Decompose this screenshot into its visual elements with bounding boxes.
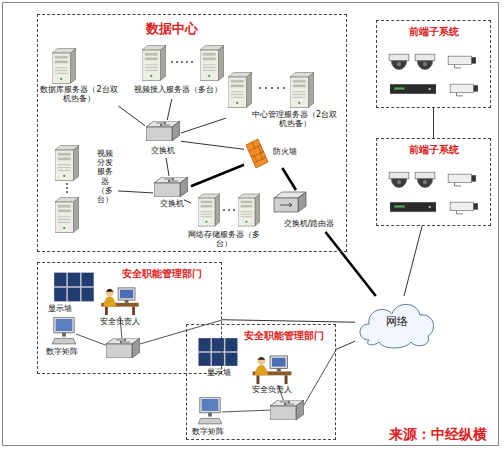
group-title: 数据中心 bbox=[137, 22, 207, 37]
server-node: 视频分发服务器（多台） bbox=[50, 143, 118, 235]
department-box: 安全职能管理部门显示墙安全负责人数字矩阵 bbox=[37, 262, 222, 374]
server-icon bbox=[200, 45, 224, 80]
switch-icon bbox=[270, 400, 304, 420]
ellipsis-dots bbox=[66, 183, 68, 193]
switch-icon bbox=[106, 338, 140, 358]
connector bbox=[433, 108, 434, 138]
firewall-node: 防火墙 bbox=[244, 138, 302, 168]
server-icon bbox=[52, 48, 76, 83]
ellipsis-dots bbox=[259, 87, 285, 89]
department-box: 安全职能管理部门显示墙安全负责人数字矩阵 bbox=[186, 324, 336, 440]
node-label: 交换机/路由器 bbox=[272, 219, 346, 228]
node-label: 交换机 bbox=[145, 146, 181, 155]
node-label: 视频分发服务器（多台） bbox=[94, 149, 116, 204]
connector bbox=[167, 99, 172, 120]
server-icon bbox=[238, 194, 260, 226]
switch-node: 交换机 bbox=[153, 176, 191, 212]
ellipsis-dots bbox=[171, 61, 193, 63]
node-label: 网络 bbox=[355, 316, 439, 329]
node-label: 数据库服务器（2台双机热备） bbox=[38, 85, 120, 103]
group-title: 安全职能管理部门 bbox=[234, 330, 334, 342]
computer-icon bbox=[198, 397, 222, 424]
node-label: 防火墙 bbox=[268, 147, 302, 156]
connector bbox=[166, 158, 169, 176]
server-icon bbox=[55, 145, 79, 180]
connector bbox=[282, 168, 296, 190]
connector bbox=[184, 200, 191, 203]
subsystem-box: 前端子系统 bbox=[376, 138, 491, 226]
server-node: 网络存储服务器（多台） bbox=[184, 190, 264, 248]
switch-icon bbox=[154, 177, 188, 197]
server-icon bbox=[290, 72, 314, 107]
operator-desk bbox=[101, 288, 139, 315]
dome-camera bbox=[389, 172, 409, 187]
switch-node: 交换机 bbox=[145, 120, 181, 158]
matrix-node: 数字矩阵 bbox=[42, 316, 88, 360]
matrix-node: 数字矩阵 bbox=[188, 396, 234, 438]
dome-camera bbox=[389, 54, 409, 69]
node-label: 显示墙 bbox=[45, 304, 75, 313]
firewall-icon bbox=[246, 139, 268, 168]
group-title: 安全职能管理部门 bbox=[107, 268, 217, 280]
operator-node: 安全负责人 bbox=[246, 352, 298, 396]
display-node: 显示墙 bbox=[45, 270, 97, 316]
network-cloud: 网络 bbox=[355, 296, 439, 350]
ellipsis-dots bbox=[223, 209, 235, 211]
router-node: 交换机/路由器 bbox=[272, 190, 346, 232]
dome-camera bbox=[415, 172, 435, 187]
server-node: 视频接入服务器（多台） bbox=[124, 43, 232, 99]
group-title: 前端子系统 bbox=[376, 26, 491, 38]
node-label: 数字矩阵 bbox=[188, 427, 228, 436]
connector bbox=[336, 341, 355, 349]
switch-icon bbox=[146, 121, 180, 141]
server-icon bbox=[198, 194, 220, 226]
node-label: 安全负责人 bbox=[246, 385, 298, 394]
node-label: 显示墙 bbox=[199, 368, 239, 377]
lan-wires bbox=[76, 316, 336, 412]
subsystem-box: 前端子系统 bbox=[376, 20, 491, 108]
bullet-camera bbox=[448, 174, 476, 186]
dome-camera bbox=[415, 54, 435, 69]
group-title: 前端子系统 bbox=[376, 144, 491, 156]
node-label: 视频接入服务器（多台） bbox=[124, 85, 232, 94]
node-label: 交换机 bbox=[153, 199, 191, 208]
connector bbox=[222, 320, 355, 322]
server-icon bbox=[228, 72, 252, 107]
server-node: 数据库服务器（2台双机热备） bbox=[38, 48, 120, 106]
display-node: 显示墙 bbox=[195, 336, 243, 380]
operator-desk bbox=[253, 356, 292, 384]
outer-frame bbox=[3, 3, 499, 446]
operator-node: 安全负责人 bbox=[98, 284, 142, 328]
group-box: 数据中心数据库服务器（2台双机热备） 视频接入服务器（多台） 中心管理服务器（2台双… bbox=[37, 14, 347, 252]
bullet-camera bbox=[448, 56, 476, 68]
server-icon bbox=[55, 197, 79, 232]
connector bbox=[181, 141, 244, 149]
router-icon bbox=[274, 192, 306, 212]
node-label: 中心管理服务器（2台双机热备） bbox=[248, 110, 341, 128]
connector bbox=[326, 232, 376, 296]
connector bbox=[191, 165, 244, 187]
video-recorder bbox=[390, 84, 436, 93]
connector bbox=[404, 226, 422, 296]
connector bbox=[118, 191, 153, 193]
display-wall bbox=[54, 273, 94, 302]
computer-icon bbox=[52, 317, 76, 344]
connector bbox=[181, 118, 226, 133]
video-recorder bbox=[390, 202, 436, 211]
source-note: 来源：中经纵横 bbox=[378, 426, 498, 442]
node-label: 安全负责人 bbox=[98, 317, 142, 326]
display-wall bbox=[198, 338, 237, 366]
bullet-camera bbox=[450, 202, 478, 214]
server-node: 中心管理服务器（2台双机热备） bbox=[226, 70, 341, 128]
connector bbox=[118, 106, 145, 126]
node-label: 网络存储服务器（多台） bbox=[184, 230, 264, 248]
node-label: 数字矩阵 bbox=[42, 347, 82, 356]
server-icon bbox=[142, 45, 166, 80]
bullet-camera bbox=[450, 84, 478, 96]
